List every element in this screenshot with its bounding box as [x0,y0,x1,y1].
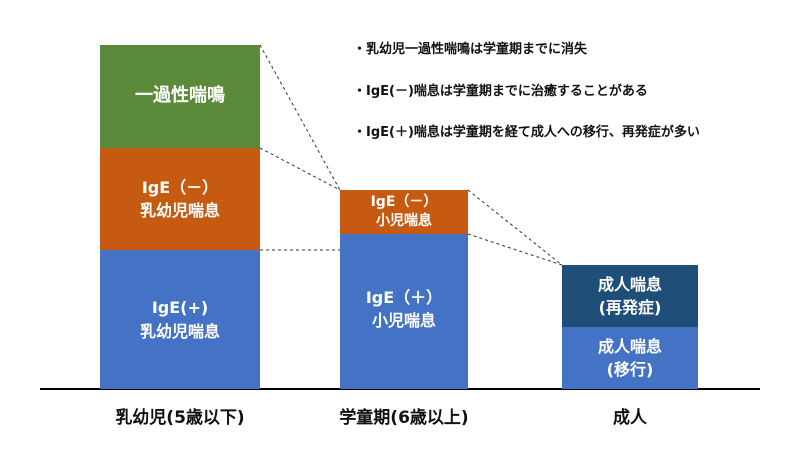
school-ige-positive-asthma: IgE（＋） 小児喘息 [340,234,468,389]
infant-transient-wheeze: 一過性喘鳴 [100,45,260,148]
adult-relapse-line2: (再発症) [598,298,662,317]
infant-transient-label: 一過性喘鳴 [135,85,225,107]
note-ige-negative: ・IgE(－)喘息は学童期までに治癒することがある [353,84,648,99]
note-transient: ・乳幼児一過性喘鳴は学童期までに消失 [353,42,588,57]
infant-ige-neg-line2: 乳幼児喘息 [139,201,220,220]
school-ige-pos-line2: 小児喘息 [371,311,436,331]
school-ige-neg-line1: IgE（－） [370,194,438,211]
school-ige-neg-line2: 小児喘息 [376,213,432,229]
connector-school-neg-top [467,189,563,266]
infant-ige-positive-asthma: IgE(+) 乳幼児喘息 [100,250,260,389]
school-ige-pos-line1: IgE（＋） [365,288,443,307]
connector-school-pos-top [467,233,563,266]
label-school-age: 学童期(6歳以上) [339,408,469,428]
connector-ige-neg-top [259,147,341,191]
adult-transition-line1: 成人喘息 [597,336,662,356]
adult-transition-line2: (移行) [606,360,654,379]
label-adult: 成人 [613,408,647,428]
connector-transient-top [259,44,341,191]
adult-relapse-line1: 成人喘息 [597,274,662,294]
infant-ige-neg-line1: IgE（－） [141,177,219,197]
infant-ige-negative-asthma: IgE（－） 乳幼児喘息 [100,148,260,250]
infant-ige-pos-line1: IgE(+) [151,298,209,318]
note-ige-positive: ・IgE(＋)喘息は学童期を経て成人への移行、再発症が多い [353,125,700,140]
adult-relapse-asthma: 成人喘息 (再発症) [562,265,698,327]
infant-ige-pos-line2: 乳幼児喘息 [139,321,220,341]
school-ige-negative-asthma: IgE（－） 小児喘息 [340,190,468,234]
adult-transition-asthma: 成人喘息 (移行) [562,327,698,389]
label-infant-age: 乳幼児(5歳以下) [115,408,245,428]
